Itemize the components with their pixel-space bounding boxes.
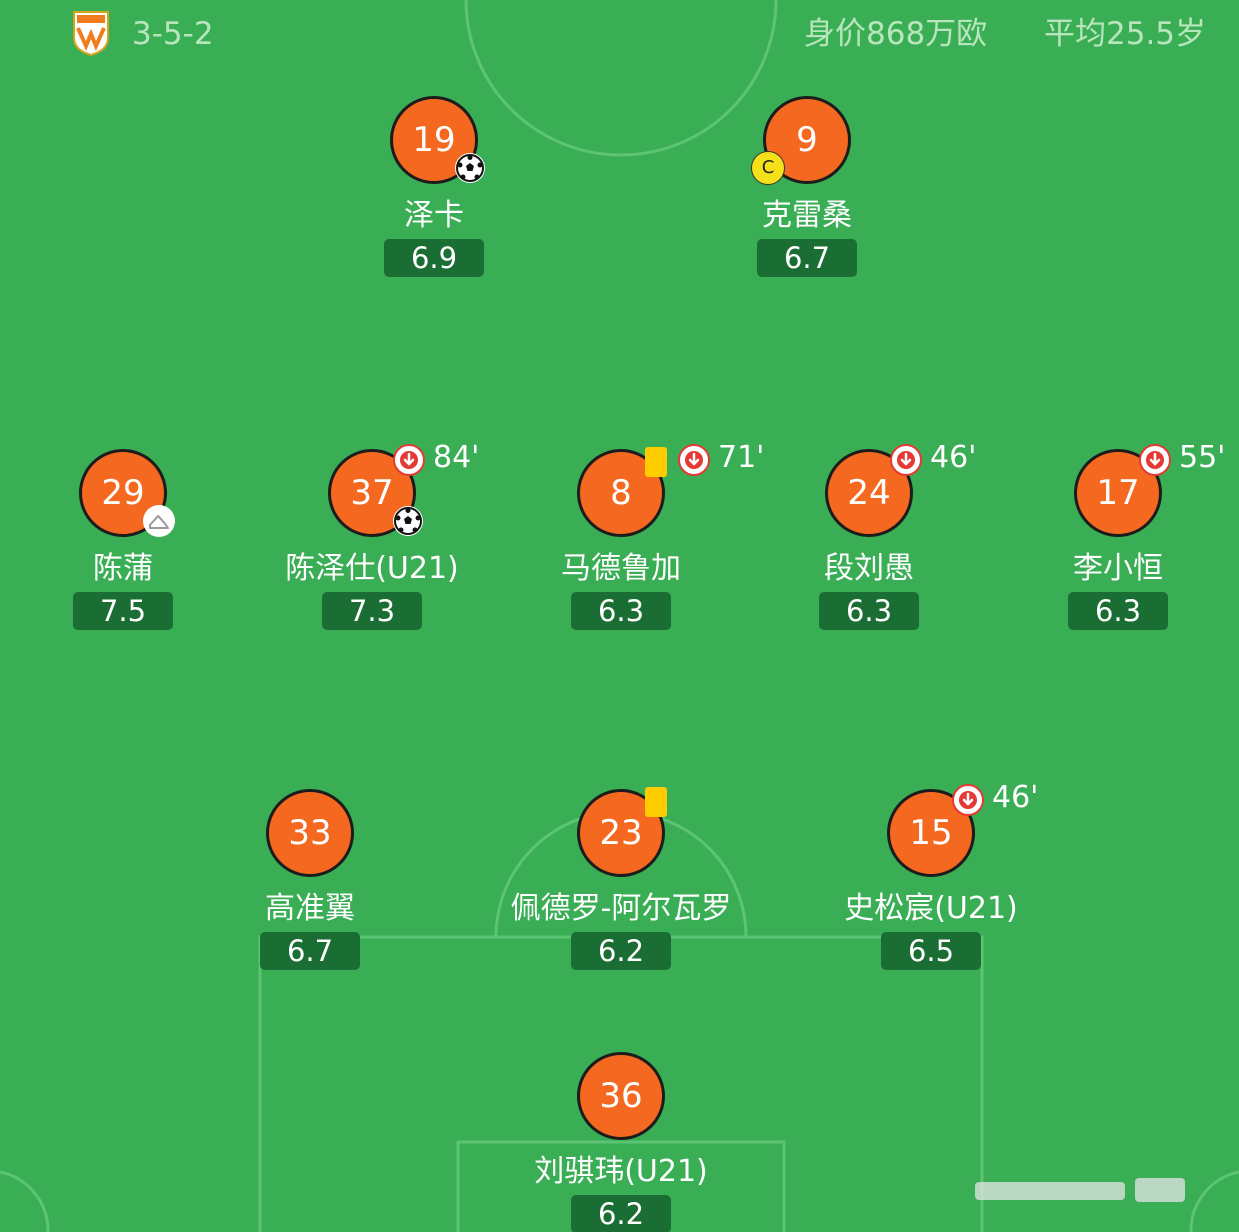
player-card[interactable]: 9 C 克雷桑 6.7 <box>657 96 957 296</box>
sub-off-arrow-icon <box>890 444 922 476</box>
captain-badge-icon: C <box>751 151 785 185</box>
player-card[interactable]: 19 泽卡 6.9 <box>284 96 584 296</box>
sub-off-arrow-icon <box>678 444 710 476</box>
sub-off-arrow-icon <box>952 784 984 816</box>
player-card[interactable]: 8 71' 马德鲁加 6.3 <box>471 440 771 649</box>
player-rating: 6.7 <box>757 239 857 277</box>
player-card[interactable]: 23 佩德罗-阿尔瓦罗 6.2 <box>471 787 771 989</box>
player-name: 陈蒲 <box>93 551 153 586</box>
team-value-label: 身价868万欧 <box>804 16 988 52</box>
sub-off-arrow-icon <box>393 444 425 476</box>
boot-icon <box>143 505 175 537</box>
average-age-label: 平均25.5岁 <box>1044 16 1207 52</box>
player-rating: 6.9 <box>384 239 484 277</box>
watermark <box>975 1172 1215 1208</box>
player-rating: 6.2 <box>571 932 671 970</box>
sub-time: 84' <box>433 440 480 475</box>
player-name: 马德鲁加 <box>561 551 681 586</box>
player-number: 36 <box>577 1052 665 1140</box>
player-card[interactable]: 37 84' 陈泽仕(U21) 7.3 <box>222 440 522 649</box>
player-card[interactable]: 29 陈蒲 7.5 <box>0 449 273 649</box>
player-card[interactable]: 24 46' 段刘愚 6.3 <box>719 440 1019 649</box>
player-number: 17 <box>1074 449 1162 537</box>
player-name: 泽卡 <box>404 198 464 233</box>
player-name: 克雷桑 <box>762 198 852 233</box>
player-rating: 6.5 <box>881 932 981 970</box>
player-name: 陈泽仕(U21) <box>285 551 459 586</box>
player-rating: 6.3 <box>571 592 671 630</box>
player-card[interactable]: 15 46' 史松宸(U21) 6.5 <box>781 780 1081 989</box>
yellow-card-icon <box>645 447 667 477</box>
lineup-header: 3-5-2 身价868万欧 平均25.5岁 <box>0 0 1239 70</box>
player-rating: 6.3 <box>1068 592 1168 630</box>
player-rating: 7.3 <box>322 592 422 630</box>
player-name: 李小恒 <box>1073 551 1163 586</box>
player-name: 史松宸(U21) <box>844 891 1018 926</box>
player-name: 刘骐玮(U21) <box>534 1154 708 1189</box>
player-name: 段刘愚 <box>824 551 914 586</box>
soccer-ball-icon <box>393 506 423 536</box>
sub-time: 46' <box>930 440 977 475</box>
sub-time: 71' <box>718 440 765 475</box>
player-rating: 6.3 <box>819 592 919 630</box>
player-name: 佩德罗-阿尔瓦罗 <box>510 891 732 926</box>
team-crest-icon <box>72 10 110 57</box>
player-number: 19 <box>390 96 478 184</box>
player-rating: 6.2 <box>571 1195 671 1232</box>
soccer-ball-icon <box>455 153 485 183</box>
yellow-card-icon <box>645 787 667 817</box>
player-rating: 6.7 <box>260 932 360 970</box>
player-card[interactable]: 17 55' 李小恒 6.3 <box>968 440 1239 649</box>
player-number: 33 <box>266 789 354 877</box>
player-card[interactable]: 36 刘骐玮(U21) 6.2 <box>471 1052 771 1232</box>
player-name: 高准翼 <box>265 891 355 926</box>
sub-off-arrow-icon <box>1139 444 1171 476</box>
formation-label: 3-5-2 <box>132 16 214 52</box>
player-rating: 7.5 <box>73 592 173 630</box>
sub-time: 46' <box>992 780 1039 815</box>
player-card[interactable]: 33 高准翼 6.7 <box>160 789 460 989</box>
sub-time: 55' <box>1179 440 1226 475</box>
